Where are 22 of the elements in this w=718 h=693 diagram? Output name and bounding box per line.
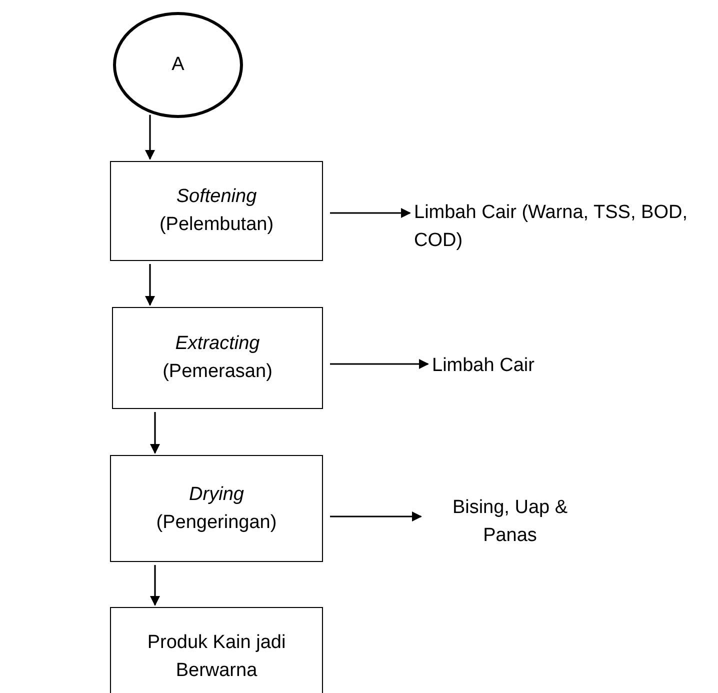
process-box bbox=[110, 455, 323, 562]
step-text: A bbox=[172, 53, 184, 78]
arrow bbox=[145, 114, 155, 160]
arrow bbox=[145, 264, 155, 306]
step-text: Bising, Uap & Panas bbox=[451, 496, 569, 548]
step-name: Drying bbox=[189, 482, 244, 507]
arrow bbox=[150, 565, 160, 606]
arrow bbox=[330, 512, 422, 522]
step-text: Limbah Cair (Warna, TSS, BOD, COD) bbox=[414, 201, 688, 253]
step-text: (Pemerasan) bbox=[162, 360, 272, 384]
process-box bbox=[110, 607, 323, 693]
arrow bbox=[150, 412, 160, 454]
process-box bbox=[112, 307, 323, 409]
step-text: (Pengeringan) bbox=[156, 510, 277, 534]
step-text: Produk Kain jadi Berwarna bbox=[146, 631, 287, 683]
process-box bbox=[110, 161, 323, 261]
arrow bbox=[330, 359, 429, 369]
step-name: Softening bbox=[176, 185, 257, 210]
step-text: Limbah Cair bbox=[432, 354, 534, 378]
arrow bbox=[330, 208, 411, 218]
step-name: Extracting bbox=[175, 332, 260, 356]
step-text: (Pelembutan) bbox=[159, 213, 274, 237]
